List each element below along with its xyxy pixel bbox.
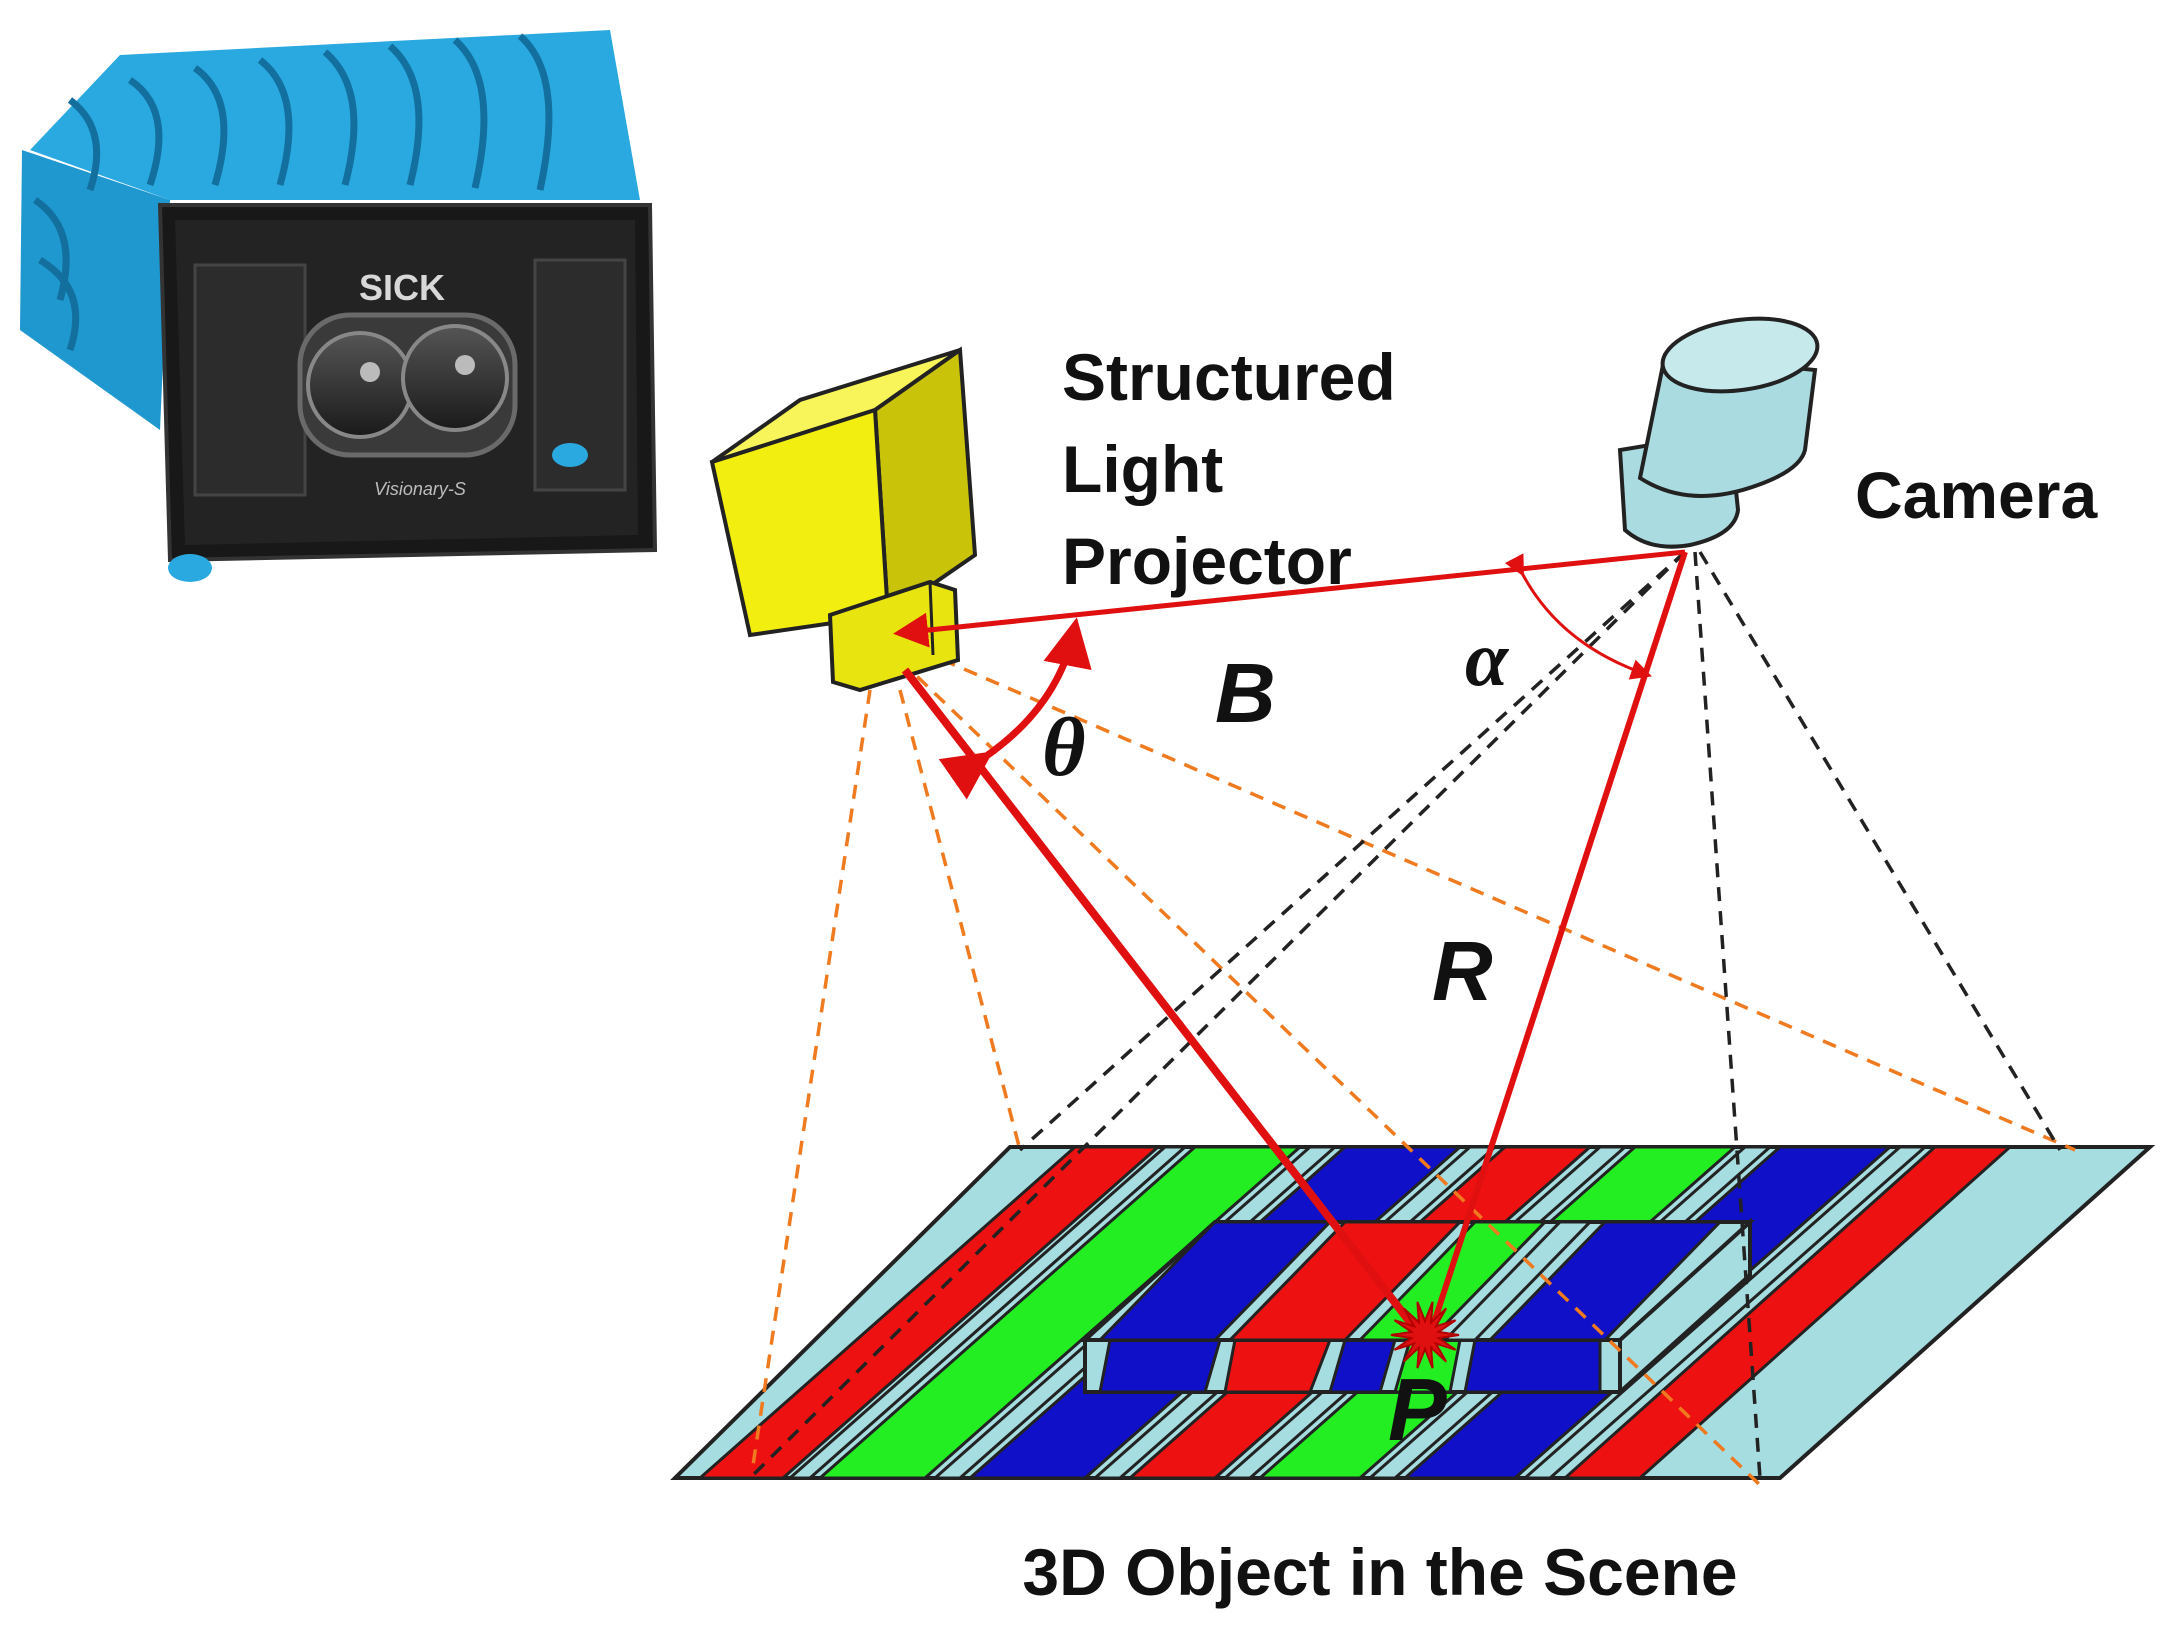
projector-label-line-1: Structured: [1062, 340, 1396, 414]
scene-caption: 3D Object in the Scene: [1022, 1535, 1737, 1609]
camera-label: Camera: [1855, 458, 2098, 532]
camera-top: [1660, 316, 1820, 394]
device-model: Visionary-S: [374, 479, 466, 499]
box-front-stripes: [1098, 1338, 1602, 1394]
camera-ray: [1427, 551, 1688, 1336]
theta-label: θ: [1042, 701, 1086, 794]
left-window: [193, 263, 307, 497]
structured-light-projector: [709, 346, 978, 693]
projector-label-line-3: Projector: [1062, 524, 1352, 598]
left-lens-icon: [306, 331, 414, 439]
heatsink-side: [20, 150, 170, 430]
projector-label: Structured Light Projector: [1062, 340, 1396, 598]
device-brand: SICK: [359, 267, 445, 308]
lens-glint: [360, 362, 380, 382]
heatsink-top: [30, 30, 640, 200]
lens-glint: [455, 355, 475, 375]
point-p-label: P: [1388, 1360, 1447, 1459]
camera-body: [1637, 352, 1818, 498]
light-spot-icon: [1390, 1301, 1460, 1369]
device-foot: [168, 554, 212, 582]
sick-visionary-camera-photo: SICK Visionary-S: [20, 30, 658, 582]
baseline-label: B: [1215, 646, 1276, 740]
alpha-label: α: [1465, 615, 1510, 702]
range-label: R: [1432, 924, 1493, 1018]
right-lens-icon: [401, 324, 509, 432]
point-p-marker: [1390, 1301, 1460, 1369]
alpha-angle-arc: [1504, 553, 1652, 680]
theta-angle-arc: [938, 617, 1092, 800]
3d-object-box: [1079, 1217, 1756, 1397]
heatsink-fins: [32, 33, 553, 352]
device-foot: [552, 443, 588, 467]
projector-label-line-2: Light: [1062, 432, 1223, 506]
camera-device: [1617, 316, 1820, 549]
triangulation-rays: [893, 549, 1688, 1338]
box-top-stripes: [1096, 1222, 1724, 1340]
